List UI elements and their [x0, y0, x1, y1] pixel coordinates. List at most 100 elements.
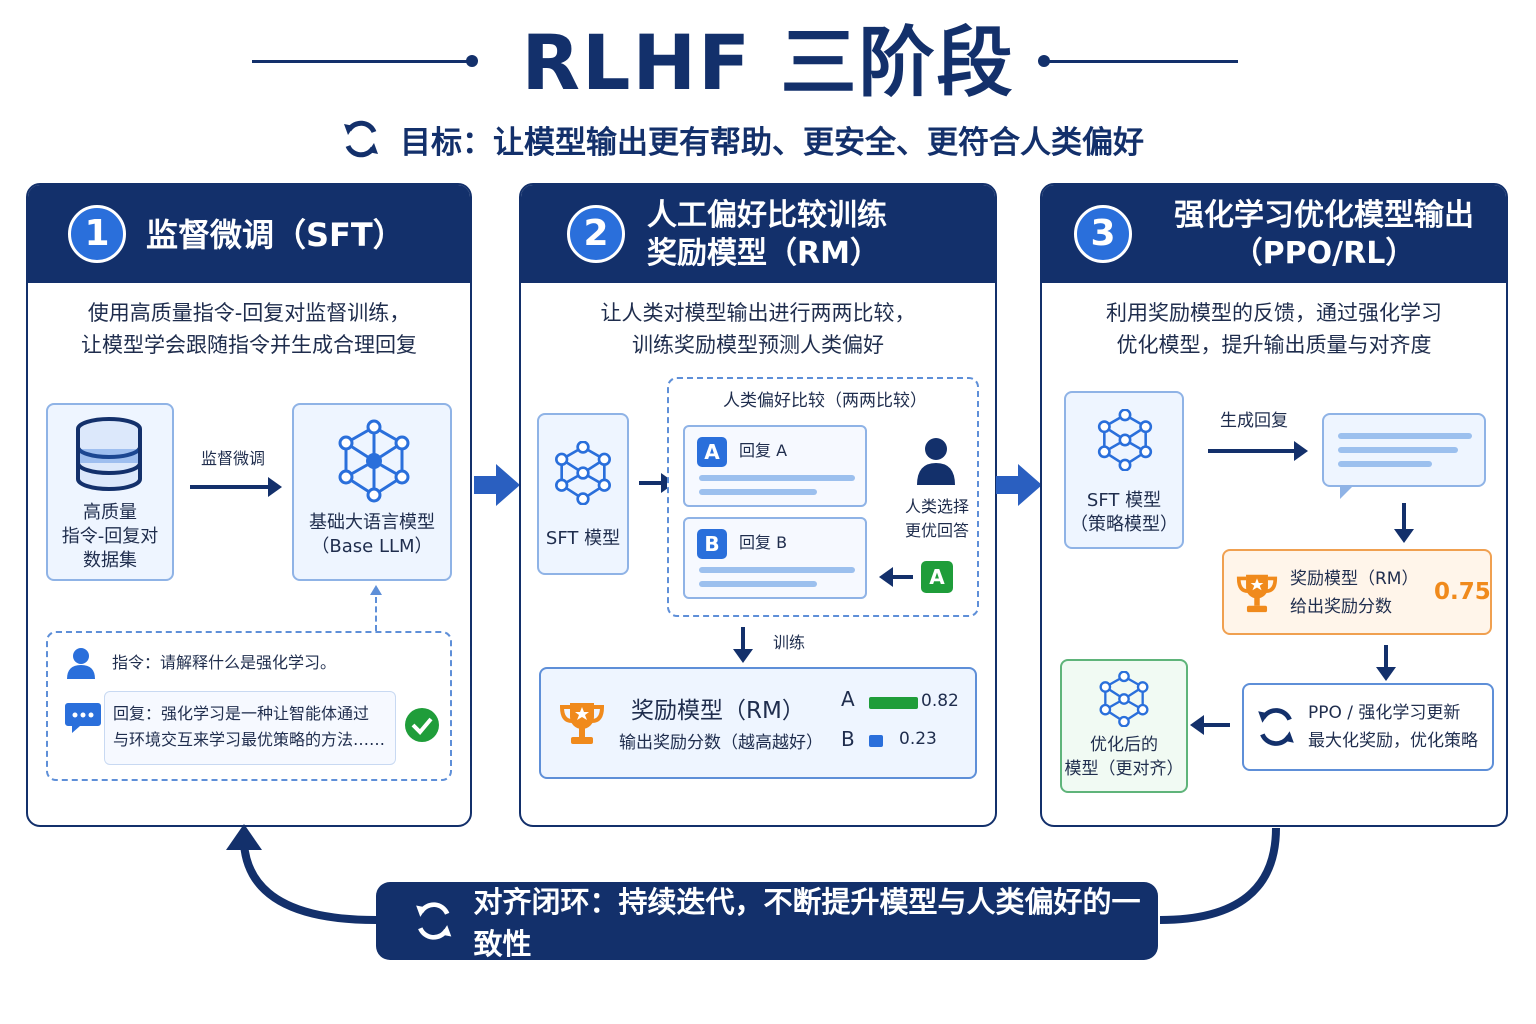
choice-arrow: [879, 567, 913, 587]
rm-to-ppo-arrow: [1376, 645, 1396, 681]
score-a-value: 0.82: [921, 691, 959, 711]
user-icon: [67, 648, 95, 679]
reply-a-line2: [699, 489, 817, 495]
network-icon: [338, 419, 410, 503]
ppo-to-optimized-arrow: [1190, 715, 1230, 735]
sync-icon: [1258, 708, 1294, 746]
stage2-number: 2: [567, 205, 625, 263]
dataset-label: 高质量 指令-回复对 数据集: [48, 501, 172, 573]
train-label: 训练: [772, 633, 805, 652]
stage3-desc-line2: 优化模型，提升输出质量与对齐度: [1116, 333, 1432, 357]
reward-model-box: 奖励模型（RM） 输出奖励分数（越高越好） A 0.82 B 0.23: [539, 667, 977, 779]
optimized-line2: 模型（更对齐）: [1064, 759, 1184, 779]
stage3-desc: 利用奖励模型的反馈，通过强化学习 优化模型，提升输出质量与对齐度: [1042, 297, 1506, 361]
score-a-label: A: [841, 687, 855, 711]
reply-a-line1: [699, 475, 855, 481]
policy-line2: （策略模型）: [1070, 514, 1178, 535]
title-left-dot: [466, 55, 478, 67]
trophy-icon: [559, 703, 605, 744]
cycle-icon: [344, 120, 378, 158]
chat-icon: [65, 703, 101, 733]
dataset-line2: 指令-回复对: [61, 526, 159, 547]
subtitle-text: 目标：让模型输出更有帮助、更安全、更符合人类偏好: [400, 124, 1144, 161]
stage2-desc-line2: 训练奖励模型预测人类偏好: [632, 333, 884, 357]
policy-line1: SFT 模型: [1086, 490, 1162, 511]
network-icon: [555, 441, 611, 505]
stage3-panel: 3 强化学习优化模型输出 （PPO/RL） 利用奖励模型的反馈，通过强化学习 优…: [1040, 183, 1508, 827]
example-dialog: 指令：请解释什么是强化学习。 回复：强化学习是一种让智能体通过 与环境交互来学习…: [46, 631, 452, 781]
dataset-line1: 高质量: [83, 502, 137, 523]
optimized-model-box: 优化后的 模型（更对齐）: [1060, 659, 1188, 793]
stage2-title-line2: 奖励模型（RM）: [647, 236, 880, 271]
stage3-desc-line1: 利用奖励模型的反馈，通过强化学习: [1106, 301, 1442, 325]
stage1-panel: 1 监督微调（SFT） 使用高质量指令-回复对监督训练， 让模型学会跟随指令并生…: [26, 183, 472, 827]
sft-model-label: SFT 模型: [545, 528, 621, 549]
sft-arrow: [190, 477, 282, 497]
optimized-line1: 优化后的: [1090, 735, 1158, 755]
dataset-box: 高质量 指令-回复对 数据集: [46, 403, 174, 581]
reply-a-badge: A: [697, 437, 727, 467]
stage2-desc-line1: 让人类对模型输出进行两两比较，: [600, 301, 916, 325]
stage-arrow-1-2: [474, 464, 520, 506]
generate-arrow: [1208, 441, 1308, 461]
ppo-line2: 最大化奖励，优化策略: [1308, 731, 1478, 751]
generated-reply: [1322, 413, 1486, 487]
subtitle: 目标：让模型输出更有帮助、更安全、更符合人类偏好: [340, 116, 1200, 162]
reply-b-badge: B: [697, 529, 727, 559]
base-model-label: 基础大语言模型 （Base LLM）: [294, 511, 450, 559]
stage2-header: 2 人工偏好比较训练 奖励模型（RM）: [521, 185, 995, 283]
stage2-title-line1: 人工偏好比较训练: [647, 198, 887, 233]
sft-to-compare-arrow: [639, 473, 675, 493]
stage1-title: 监督微调（SFT）: [146, 216, 405, 254]
base-model-line2: （Base LLM）: [311, 536, 433, 557]
stage1-header: 1 监督微调（SFT）: [28, 185, 470, 283]
data-connector: [375, 597, 377, 631]
base-model-box: 基础大语言模型 （Base LLM）: [292, 403, 452, 581]
stage3-title-line2: （PPO/RL）: [1232, 236, 1416, 271]
base-model-line1: 基础大语言模型: [309, 512, 435, 533]
policy-model-box: SFT 模型 （策略模型）: [1064, 391, 1184, 549]
optimized-model-label: 优化后的 模型（更对齐）: [1062, 733, 1186, 781]
rm-score-line1: 奖励模型（RM）: [1290, 569, 1419, 589]
reply-line2: 与环境交互来学习最优策略的方法……: [113, 730, 386, 749]
network-icon: [1097, 409, 1153, 471]
stage2-title: 人工偏好比较训练 奖励模型（RM）: [647, 197, 887, 273]
rm-score-value: 0.75: [1434, 579, 1491, 605]
reply-line-3: [1338, 461, 1432, 467]
reply-to-rm-arrow: [1394, 503, 1414, 543]
train-arrow: [733, 627, 753, 663]
database-icon: [76, 417, 142, 491]
human-choice-line2: 更优回答: [904, 521, 969, 540]
stage3-header: 3 强化学习优化模型输出 （PPO/RL）: [1042, 185, 1506, 283]
reply-card: 回复：强化学习是一种让智能体通过 与环境交互来学习最优策略的方法……: [104, 691, 396, 765]
rm-score-box: 奖励模型（RM） 给出奖励分数 0.75: [1222, 549, 1492, 635]
reply-b-label: 回复 B: [739, 533, 788, 552]
reply-line-1: [1338, 433, 1472, 439]
score-b-bar: [869, 735, 883, 747]
reply-b-card: B 回复 B: [683, 517, 867, 599]
loop-text: 对齐闭环：持续迭代，不断提升模型与人类偏好的一致性: [473, 885, 1141, 961]
rm-score-line2: 给出奖励分数: [1290, 597, 1392, 617]
rm-title: 奖励模型（RM）: [631, 698, 805, 724]
page-title: RLHF 三阶段: [521, 18, 1015, 107]
ppo-update-box: PPO / 强化学习更新 最大化奖励，优化策略: [1242, 683, 1494, 771]
check-icon: [405, 708, 439, 742]
score-b-label: B: [841, 727, 855, 751]
instruction-text: 指令：请解释什么是强化学习。: [112, 653, 337, 672]
reply-a-label: 回复 A: [739, 441, 788, 460]
comparison-title: 人类偏好比较（两两比较）: [723, 391, 927, 411]
chosen-badge: A: [921, 561, 953, 593]
ppo-line1: PPO / 强化学习更新: [1308, 703, 1461, 723]
policy-model-label: SFT 模型 （策略模型）: [1066, 489, 1182, 537]
stage2-desc: 让人类对模型输出进行两两比较， 训练奖励模型预测人类偏好: [521, 297, 995, 361]
trophy-icon: [1236, 574, 1278, 613]
stage3-number: 3: [1074, 205, 1132, 263]
score-b-value: 0.23: [899, 729, 937, 749]
reply-b-line1: [699, 567, 855, 573]
network-icon: [1099, 671, 1149, 727]
sft-model-box: SFT 模型: [537, 413, 629, 575]
reply-line1: 回复：强化学习是一种让智能体通过: [113, 704, 370, 723]
reply-b-line2: [699, 581, 817, 587]
title-right-line: [1046, 60, 1238, 63]
alignment-loop-banner: 对齐闭环：持续迭代，不断提升模型与人类偏好的一致性: [376, 882, 1158, 961]
